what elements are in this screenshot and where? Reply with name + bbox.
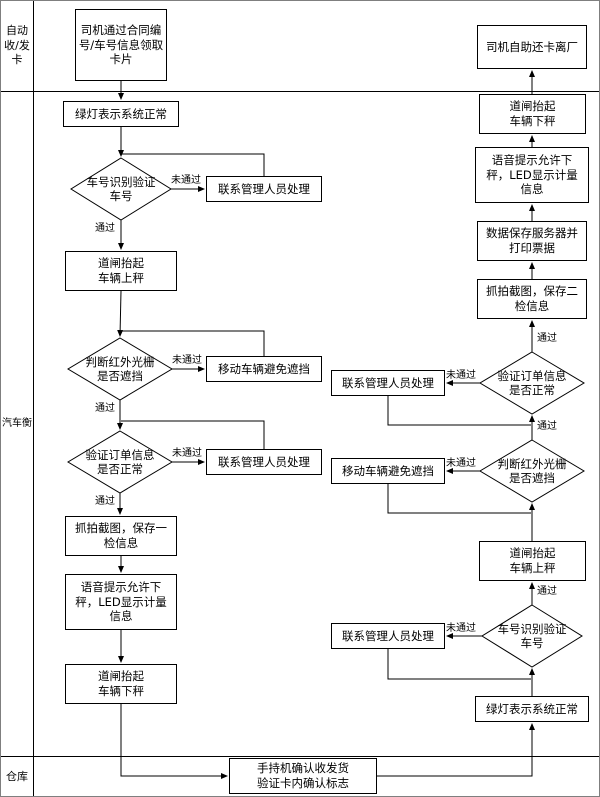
- node-move-vehicle-left: 移动车辆避免遮挡: [206, 356, 322, 382]
- node-contact-admin-2: 联系管理人员处理: [206, 449, 322, 475]
- lane-divider-bottom: [1, 756, 599, 757]
- decision-infrared-right: 判断红外光栅 是否遮挡: [497, 456, 567, 485]
- node-move-vehicle-right: 移动车辆避免遮挡: [331, 458, 445, 484]
- node-handheld-confirm: 手持机确认收发货 验证卡内确认标志: [229, 758, 377, 794]
- node-gate-up-on-right: 道闸抬起 车辆上秤: [479, 541, 586, 581]
- edge-label-pass-5: 通过: [537, 421, 557, 432]
- node-gate-up-off-left: 道闸抬起 车辆下秤: [65, 664, 177, 704]
- decision-shapes: [67, 157, 585, 668]
- edge-label-fail-6: 未通过: [446, 623, 476, 634]
- node-voice-led-right: 语音提示允许下 秤，LED显示计量 信息: [475, 147, 589, 203]
- decision-infrared-left: 判断红外光栅 是否遮挡: [85, 354, 155, 383]
- edge-label-pass-2: 通过: [95, 403, 115, 414]
- connector: [387, 484, 531, 514]
- connector: [122, 153, 265, 176]
- decision-diamond: [67, 337, 173, 401]
- node-save-server-print: 数据保存服务器并 打印票据: [477, 221, 587, 261]
- edge-label-fail-1: 未通过: [171, 175, 201, 186]
- edge-label-fail-3: 未通过: [172, 448, 202, 459]
- connector: [377, 723, 535, 777]
- edge-label-pass-6: 通过: [537, 586, 557, 597]
- decision-verify-order-right: 验证订单信息 是否正常: [497, 368, 567, 397]
- decision-diamond: [479, 351, 585, 415]
- decision-verify-plate-left: 车号识别验证 车号: [86, 174, 156, 203]
- connector: [121, 420, 265, 449]
- decision-diamond: [481, 604, 583, 668]
- connector: [120, 704, 228, 779]
- node-contact-admin-3: 联系管理人员处理: [331, 370, 445, 396]
- node-green-light-right: 绿灯表示系统正常: [475, 696, 589, 722]
- decision-verify-order-left: 验证订单信息 是否正常: [85, 447, 155, 476]
- node-contact-admin-1: 联系管理人员处理: [206, 176, 322, 202]
- node-voice-led-left: 语音提示允许下 秤，LED显示计量 信息: [65, 574, 177, 630]
- edge-label-fail-5: 未通过: [446, 458, 476, 469]
- decision-verify-plate-right: 车号识别验证 车号: [497, 621, 567, 650]
- edge-label-fail-4: 未通过: [446, 370, 476, 381]
- connector: [117, 290, 124, 337]
- node-capture-second-check: 抓拍截图，保存二 检信息: [477, 279, 587, 319]
- edge-label-pass-1: 通过: [95, 223, 115, 234]
- lane-label-card-dispenser: 自动 收/发 卡: [4, 23, 30, 67]
- lane-column-divider: [33, 1, 34, 796]
- edge-label-pass-3: 通过: [95, 496, 115, 507]
- flow-arrows: [117, 70, 535, 779]
- decision-diamond: [479, 439, 585, 503]
- node-driver-return-card: 司机自助还卡离厂: [477, 25, 587, 69]
- connector: [387, 649, 531, 680]
- node-capture-first-check: 抓拍截图，保存一 检信息: [65, 516, 177, 556]
- decision-diamond: [70, 157, 172, 221]
- lane-divider-top: [1, 91, 599, 92]
- connector: [121, 330, 265, 356]
- node-green-light-left: 绿灯表示系统正常: [63, 101, 179, 127]
- lane-label-truck-scale: 汽车衡: [2, 417, 32, 429]
- node-gate-up-on-left: 道闸抬起 车辆上秤: [65, 251, 177, 291]
- connector: [387, 396, 531, 426]
- node-gate-up-off-right: 道闸抬起 车辆下秤: [479, 94, 586, 134]
- lane-label-warehouse: 仓库: [6, 769, 28, 783]
- edge-label-fail-2: 未通过: [172, 355, 202, 366]
- node-driver-card-pickup: 司机通过合同编 号/车号信息领取 卡片: [75, 9, 167, 81]
- node-contact-admin-4: 联系管理人员处理: [331, 623, 445, 649]
- edge-label-pass-4: 通过: [537, 333, 557, 344]
- decision-diamond: [67, 430, 173, 494]
